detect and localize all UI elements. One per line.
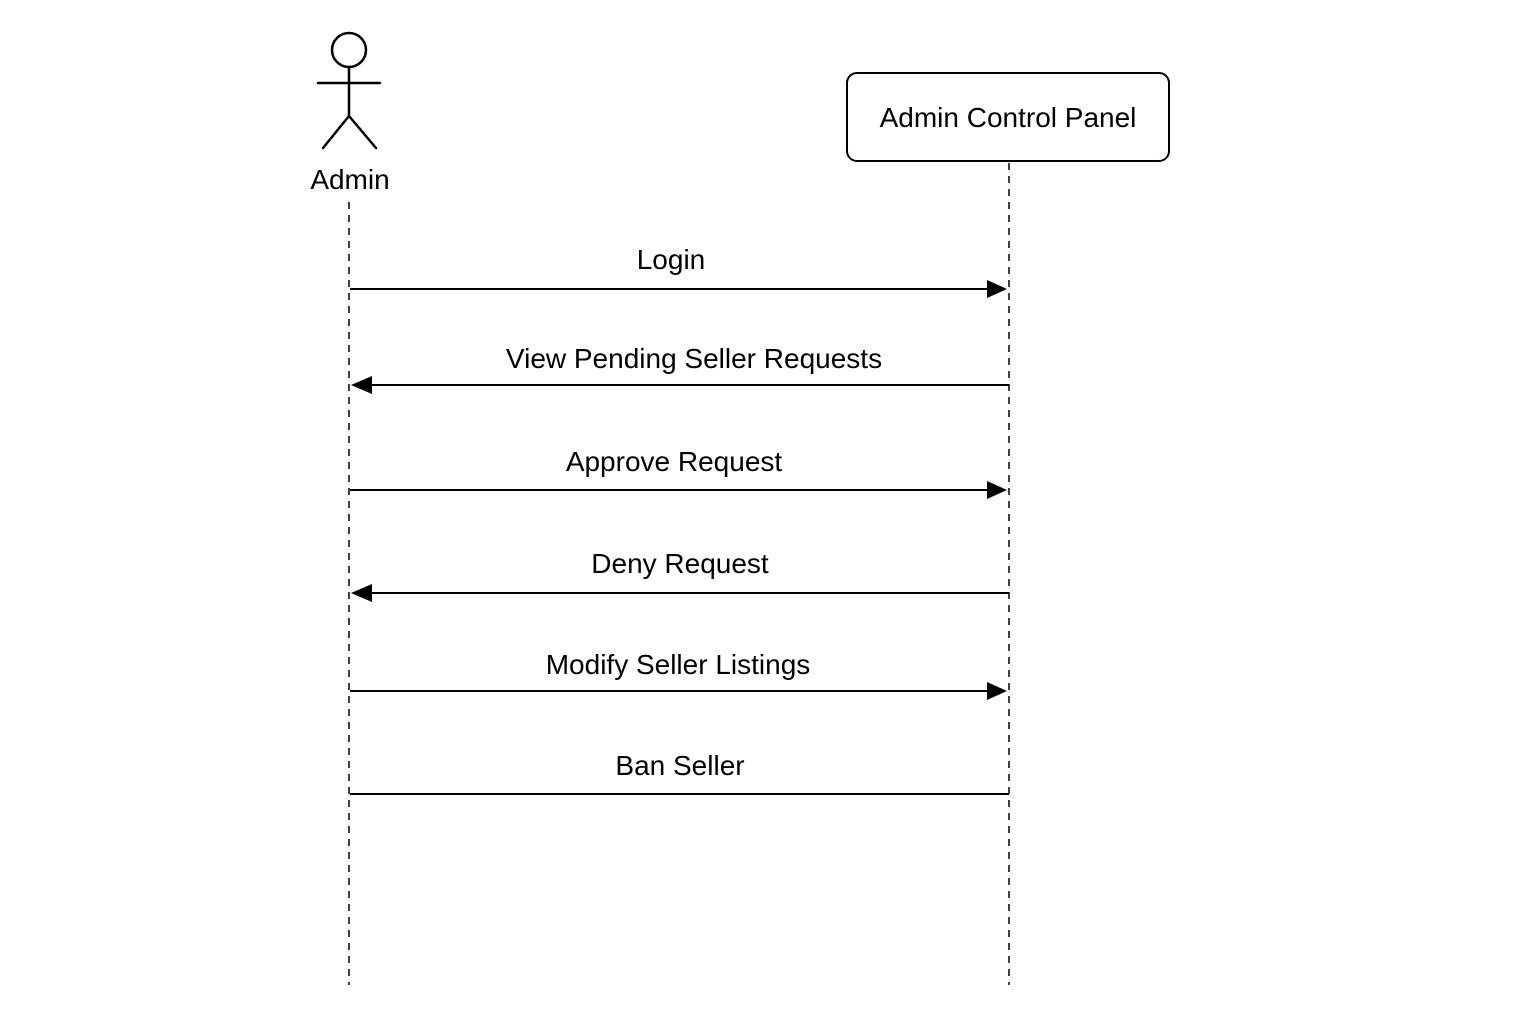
message-deny-request: Deny Request [351,548,1009,602]
message-label: Login [637,244,706,275]
participant-box [846,72,1170,162]
arrowhead-right-icon [987,481,1007,499]
arrowhead-left-icon [351,376,372,394]
arrowhead-left-icon [351,584,372,602]
admin-control-panel-participant: Admin Control Panel [846,72,1170,162]
arrowhead-right-icon [987,280,1007,298]
message-label: Approve Request [566,446,783,477]
message-label: Modify Seller Listings [546,649,811,680]
message-view-pending-seller-requests: View Pending Seller Requests [351,343,1009,394]
message-ban-seller: Ban Seller [350,750,1009,795]
message-login: Login [350,244,1007,298]
admin-actor: Admin [310,31,390,195]
message-label: View Pending Seller Requests [506,343,882,374]
message-modify-seller-listings: Modify Seller Listings [350,649,1007,700]
arrowhead-right-icon [987,682,1007,700]
message-label: Deny Request [591,548,769,579]
message-approve-request: Approve Request [350,446,1007,499]
message-label: Ban Seller [615,750,744,781]
admin-control-panel-label: Admin Control Panel [880,102,1137,133]
stick-figure-icon [316,31,382,150]
admin-actor-label: Admin [310,164,389,195]
